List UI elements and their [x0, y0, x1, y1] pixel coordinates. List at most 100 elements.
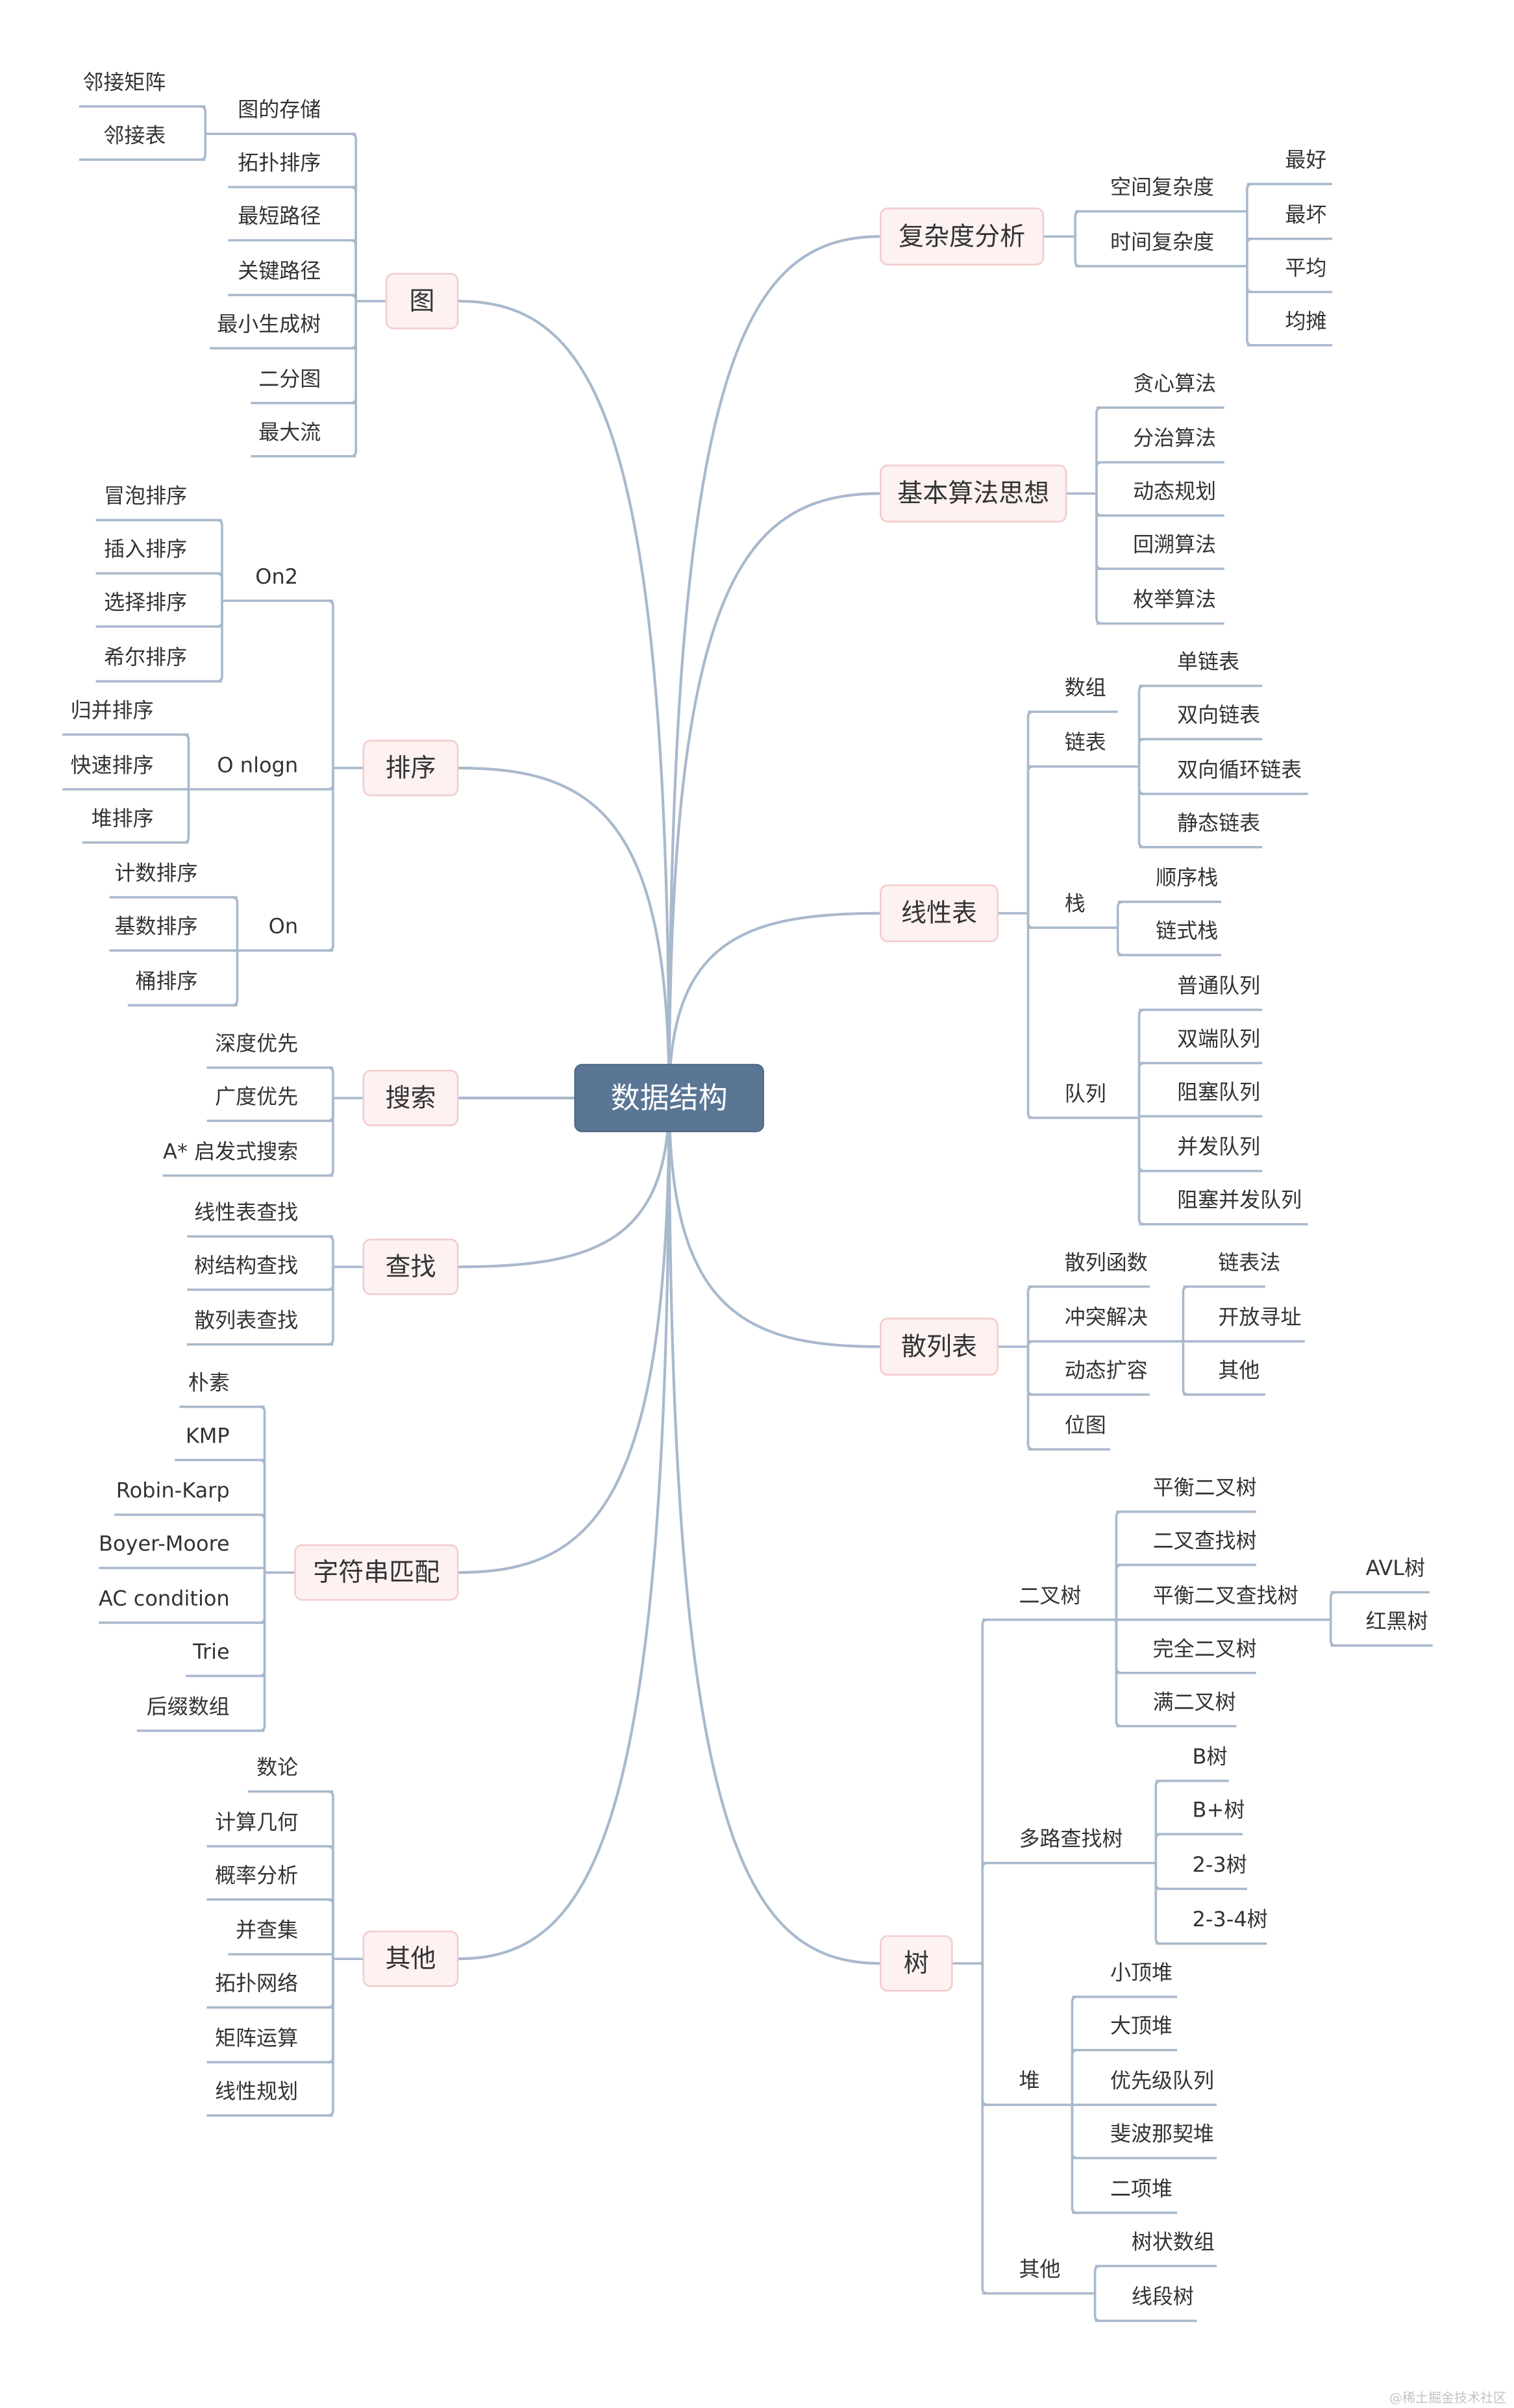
branch-label: 字符串匹配 — [313, 1558, 440, 1587]
leaf-label: 多路查找树 — [1019, 1826, 1123, 1851]
leaf-label: 均摊 — [1285, 308, 1326, 333]
leaf-label: 拓扑网络 — [215, 1971, 298, 1996]
connector-line — [1137, 738, 1145, 767]
branch-node — [362, 1930, 459, 1987]
leaf-label: 广度优先 — [215, 1084, 298, 1109]
leaf-label: 快速排序 — [71, 752, 154, 777]
leaf-label: 邻接表 — [103, 123, 166, 147]
leaf-label: 红黑树 — [1366, 1609, 1428, 1633]
leaf-label: 二项堆 — [1110, 2176, 1173, 2201]
connector-line — [351, 239, 357, 301]
branch-curve — [458, 1098, 671, 1269]
leaf-label: 冲突解决 — [1065, 1305, 1148, 1330]
leaf-label: 散列函数 — [1065, 1250, 1148, 1274]
leaf-label: 平均 — [1285, 255, 1326, 280]
leaf-label: 计算几何 — [215, 1809, 298, 1834]
leaf-label: 时间复杂度 — [1110, 229, 1214, 254]
leaf-label: 数论 — [256, 1755, 298, 1780]
leaf-label: 散列表查找 — [194, 1308, 298, 1332]
branch-label: 散列表 — [901, 1332, 977, 1361]
root-node — [574, 1063, 764, 1132]
leaf-label: 插入排序 — [104, 537, 187, 562]
branch-label: 排序 — [385, 754, 436, 783]
branch-node — [880, 207, 1045, 266]
leaf-label: 动态扩容 — [1065, 1358, 1148, 1383]
connector-line — [1026, 765, 1034, 913]
leaf-label: On2 — [255, 564, 298, 589]
connector-line — [1182, 1341, 1189, 1396]
leaf-label: 2-3树 — [1193, 1852, 1247, 1877]
branch-curve — [667, 912, 881, 1098]
branch-label: 树 — [904, 1949, 929, 1978]
leaf-label: 满二叉树 — [1153, 1689, 1236, 1714]
connector-line — [327, 1066, 334, 1098]
leaf-label: 其他 — [1019, 2257, 1060, 2281]
leaf-label: 普通队列 — [1177, 973, 1260, 998]
connector-line — [981, 1861, 988, 1964]
leaf-label: 链表 — [1065, 730, 1106, 754]
connector-line — [1093, 2265, 1100, 2294]
branch-label: 搜索 — [385, 1084, 436, 1113]
connector-line — [1137, 1061, 1145, 1118]
leaf-label: 空间复杂度 — [1110, 175, 1214, 199]
connector-line — [216, 572, 223, 601]
leaf-label: 归并排序 — [71, 698, 154, 723]
leaf-label: 队列 — [1065, 1081, 1106, 1106]
leaf-label: 树状数组 — [1132, 2229, 1215, 2254]
branch-node — [880, 1935, 953, 1992]
leaf-label: 朴素 — [188, 1370, 230, 1395]
leaf-label: 堆排序 — [92, 806, 154, 830]
leaf-label: B树 — [1193, 1744, 1228, 1769]
leaf-label: 线性表查找 — [194, 1200, 298, 1224]
leaf-label: 后缀数组 — [147, 1694, 230, 1719]
leaf-label: 最大流 — [258, 419, 321, 444]
connector-line — [1095, 461, 1102, 494]
leaf-label: 选择排序 — [104, 590, 187, 615]
connector-line — [1182, 1285, 1189, 1342]
leaf-label: 拓扑排序 — [238, 151, 321, 175]
connector-line — [327, 1267, 334, 1346]
branch-label: 基本算法思想 — [897, 479, 1049, 508]
leaf-label: 数组 — [1065, 675, 1106, 700]
branch-curve — [667, 235, 881, 1098]
leaf-label: KMP — [186, 1423, 230, 1448]
leaf-label: 小顶堆 — [1110, 1960, 1173, 1985]
leaf-label: 并查集 — [236, 1918, 298, 1943]
leaf-label: O nlogn — [217, 752, 298, 777]
leaf-label: 大顶堆 — [1110, 2013, 1173, 2038]
connector-line — [1246, 266, 1252, 347]
leaf-label: 最好 — [1285, 147, 1326, 172]
watermark: @稀土掘金技术社区 — [1389, 2390, 1506, 2405]
leaf-label: 静态链表 — [1177, 810, 1260, 835]
leaf-label: 深度优先 — [215, 1031, 298, 1056]
leaf-label: 栈 — [1065, 891, 1086, 915]
leaf-label: 最小生成树 — [217, 312, 321, 336]
branch-node — [880, 464, 1067, 523]
connector-line — [183, 733, 190, 789]
branch-label: 图 — [410, 287, 435, 316]
leaf-label: 线性规划 — [215, 2079, 298, 2104]
connector-line — [1095, 493, 1102, 625]
connector-line — [200, 105, 207, 134]
branch-node — [880, 1317, 999, 1376]
leaf-label: Boyer-Moore — [99, 1532, 230, 1556]
leaf-label: 2-3-4树 — [1193, 1907, 1268, 1931]
connector-line — [1329, 1591, 1336, 1620]
connector-line — [216, 601, 223, 683]
leaf-label: 最短路径 — [238, 204, 321, 229]
leaf-label: 基数排序 — [115, 914, 198, 939]
leaf-label: 阻塞并发队列 — [1177, 1187, 1302, 1212]
connector-line — [1093, 2293, 1100, 2322]
leaf-label: 完全二叉树 — [1153, 1636, 1257, 1661]
connector-line — [327, 599, 334, 768]
leaf-label: 计数排序 — [115, 861, 198, 886]
connector-line — [1026, 1285, 1034, 1347]
connector-line — [327, 1898, 334, 1959]
connector-line — [232, 950, 239, 1007]
leaf-label: 阻塞队列 — [1177, 1080, 1260, 1104]
branch-curve — [667, 492, 881, 1098]
branch-curve — [667, 1098, 881, 1348]
leaf-label: 分治算法 — [1133, 426, 1216, 451]
leaf-label: 线段树 — [1132, 2284, 1194, 2309]
connector-line — [1074, 210, 1081, 237]
